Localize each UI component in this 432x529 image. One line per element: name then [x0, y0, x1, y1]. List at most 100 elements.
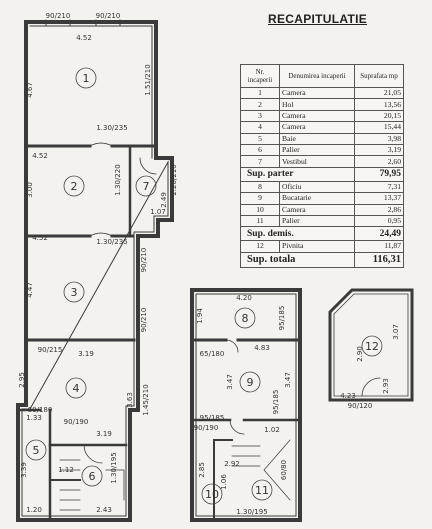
room-area: 0,95	[354, 214, 404, 228]
dimension-label: 3.47	[226, 374, 234, 390]
dimension-label: 3.07	[392, 324, 400, 340]
dimension-label: 4.47	[26, 282, 34, 298]
room-area: 11,87	[354, 240, 404, 253]
room-circle	[361, 335, 383, 357]
dimension-label: 95/185	[272, 390, 280, 415]
room-nr: 12	[240, 240, 280, 253]
dimension-label: 1.06	[220, 474, 228, 490]
room-number: 5	[33, 444, 40, 457]
dimension-label: 90/215	[38, 346, 63, 354]
room-number: 7	[143, 180, 150, 193]
room-circle	[234, 307, 256, 329]
dimension-label: 90/190	[64, 418, 89, 426]
room-number: 1	[83, 72, 90, 85]
room-circle	[75, 67, 97, 89]
dimension-label: 4.52	[76, 34, 92, 42]
dimension-label: 90/120	[348, 402, 373, 410]
basement-outline	[190, 288, 302, 522]
dimension-label: 2.93	[382, 378, 390, 394]
dimension-label: 1.30/195	[110, 452, 118, 483]
sup-totala-value: 116,31	[354, 251, 404, 268]
dimension-label: 1.33	[26, 414, 42, 422]
room-number: 4	[73, 382, 80, 395]
dimension-label: 60/80	[280, 460, 288, 480]
room-circle	[65, 377, 87, 399]
room-number: 8	[242, 312, 249, 325]
recap-title: RECAPITULATIE	[268, 12, 368, 26]
room-name: Vestibul	[279, 155, 355, 168]
dimension-label: 1.45/210	[142, 384, 150, 415]
room-circle	[25, 439, 47, 461]
dimension-label: 1.30/220	[114, 164, 122, 195]
room-circle	[135, 175, 157, 197]
dimension-label: 1.02	[264, 426, 280, 434]
dimension-label: 3.63	[126, 392, 134, 408]
dimension-label: 1.12	[58, 466, 74, 474]
dimension-label: 4.23	[340, 392, 356, 400]
dimension-label: 4.52	[32, 234, 48, 242]
dimension-label: 4.83	[254, 344, 270, 352]
dimension-label: 1.20	[26, 506, 42, 514]
dimension-label: 1.94	[196, 308, 204, 324]
room-circle	[63, 281, 85, 303]
room-area: 2,60	[354, 155, 404, 168]
dimension-label: 4.20	[236, 294, 252, 302]
dimension-label: 2.43	[96, 506, 112, 514]
dimension-label: 1.30/235	[96, 238, 127, 246]
dimension-label: 2.92	[224, 460, 240, 468]
ground-floor-outline	[16, 20, 174, 522]
room-number: 9	[247, 376, 254, 389]
dimension-label: 95/185	[278, 306, 286, 331]
room-circle	[201, 483, 223, 505]
room-circle	[251, 479, 273, 501]
room-number: 2	[71, 180, 78, 193]
sup-demis-row: Sup. demis.24,49	[240, 226, 404, 242]
dimension-label: 1.30/195	[236, 508, 267, 516]
dimension-label: 1.51/210	[144, 64, 152, 95]
dimension-label: 2.85	[198, 462, 206, 478]
dimension-label: 90/190	[194, 424, 219, 432]
dimension-label: 1.07	[150, 208, 166, 216]
dimension-label: 90/210	[140, 248, 148, 273]
room-number: 12	[365, 340, 379, 353]
room-number: 3	[71, 286, 78, 299]
dimension-label: 90/210	[140, 308, 148, 333]
room-circle	[63, 175, 85, 197]
dimension-label: 4.67	[26, 82, 34, 98]
dimension-label: 65/180	[200, 350, 225, 358]
room-circle	[239, 371, 261, 393]
dimension-label: 2.90	[356, 346, 364, 362]
header-area: Suprafata mp	[354, 64, 404, 88]
dimension-label: 2.20/210	[170, 164, 178, 195]
room-nr: 11	[240, 214, 280, 228]
room-circle	[81, 465, 103, 487]
room-number: 10	[205, 488, 219, 501]
dimension-label: 3.19	[96, 430, 112, 438]
dimension-label: 3.47	[284, 372, 292, 388]
dimension-label: 3.00	[26, 182, 34, 198]
dimension-label: 2.49	[160, 192, 168, 208]
dimension-label: 60/180	[28, 406, 53, 414]
dimension-label: 95/185	[200, 414, 225, 422]
room-number: 11	[255, 484, 269, 497]
dimension-label: 2.95	[18, 372, 26, 388]
dimension-label: 3.19	[78, 350, 94, 358]
dimension-label: 4.52	[32, 152, 48, 160]
room-number: 6	[89, 470, 96, 483]
dimension-label: 3.39	[20, 462, 28, 478]
dimension-label: 90/210	[96, 12, 121, 20]
cellar-outline	[328, 288, 414, 402]
dimension-label: 1.30/235	[96, 124, 127, 132]
dimension-label: 90/210	[46, 12, 71, 20]
